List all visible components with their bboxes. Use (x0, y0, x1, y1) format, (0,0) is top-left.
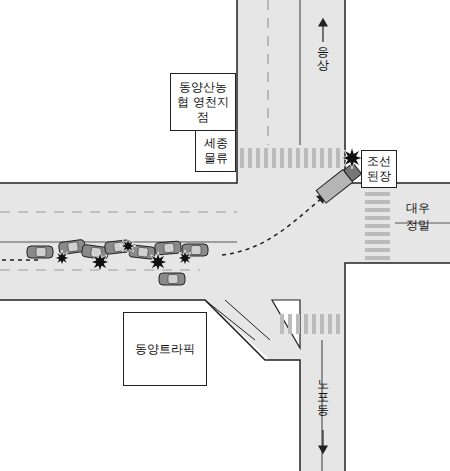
collision-burst (54, 250, 70, 266)
collision-burst (120, 238, 136, 254)
collision-burst (90, 252, 110, 272)
collision-burst (177, 250, 193, 266)
direction-label: 응상 (317, 46, 329, 72)
crosswalk (240, 148, 344, 168)
logistics-building: 세종물류 (195, 130, 236, 172)
vehicle-path (2, 198, 322, 260)
car (159, 273, 185, 285)
car-roof (164, 243, 175, 253)
bank-building: 동양산농협 영천지점 (170, 73, 236, 131)
crosswalk (276, 314, 342, 334)
truck (316, 162, 362, 203)
direction-label: 노포동 (317, 378, 329, 418)
car-roof (36, 248, 46, 257)
car-roof (67, 242, 78, 252)
car-body (27, 246, 53, 258)
collision-burst (341, 147, 363, 169)
building-name: 동양산농협 영천지점 (174, 80, 232, 125)
place-label: 대우 정밀 (403, 200, 433, 234)
vehicles (27, 162, 362, 285)
building-name: 동양트라픽 (135, 342, 195, 357)
car (27, 246, 53, 258)
building-name: 세종물류 (201, 136, 231, 166)
shop-building: 조선 된장 (361, 150, 397, 188)
car-roof (138, 247, 149, 257)
building-name: 조선 된장 (365, 154, 393, 184)
car-roof (191, 246, 201, 255)
company-building: 동양트라픽 (123, 312, 207, 386)
collision-burst (148, 252, 168, 272)
car-roof (168, 275, 178, 284)
crosswalk (365, 186, 390, 261)
car-body (159, 273, 185, 285)
